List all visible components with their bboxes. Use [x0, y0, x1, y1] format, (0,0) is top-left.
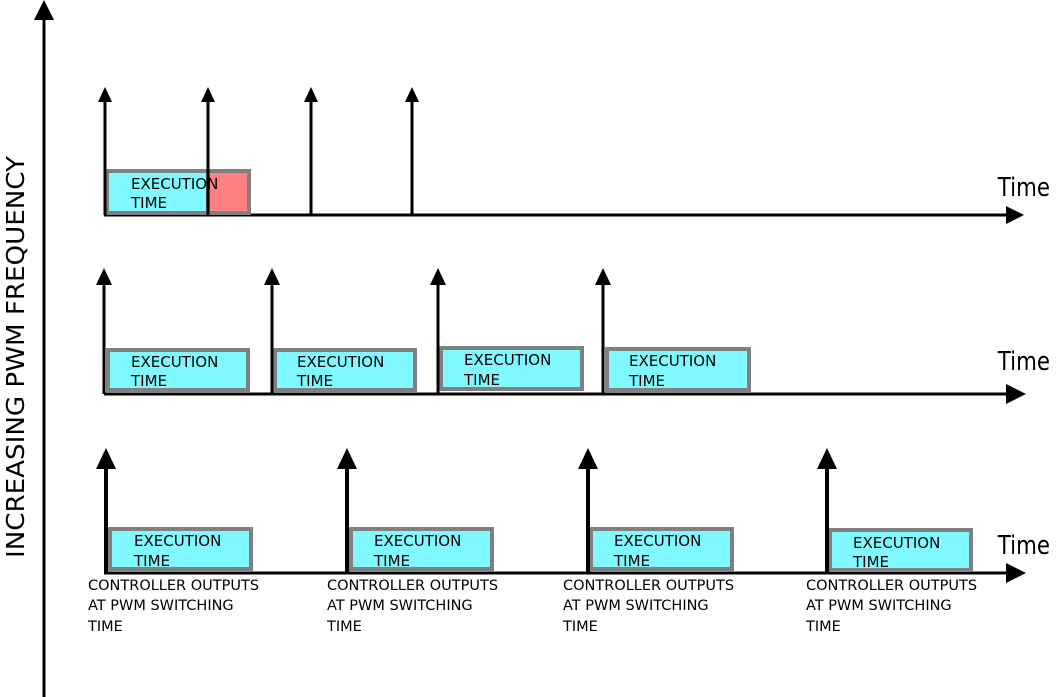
pwm-event-arrow	[817, 448, 837, 573]
execution-label-line2: TIME	[296, 372, 333, 390]
note-line1: CONTROLLER OUTPUTS	[806, 578, 977, 594]
pwm-event-arrow	[96, 268, 112, 394]
note-line2: AT PWM SWITCHING	[88, 598, 234, 614]
controller-output-note: CONTROLLER OUTPUTS AT PWM SWITCHING TIME	[87, 578, 259, 635]
y-axis	[34, 0, 54, 697]
timing-row-3: Time EXECUTION TIME EXECUTION TIME EXECU…	[87, 448, 1050, 635]
time-axis-arrowhead	[1006, 384, 1026, 404]
execution-time-box	[828, 528, 973, 572]
note-line3: TIME	[562, 619, 598, 635]
pwm-event-arrow	[430, 268, 446, 394]
execution-label-line2: TIME	[463, 371, 500, 389]
execution-label-line1: EXECUTION	[853, 534, 940, 552]
y-axis-arrowhead	[34, 0, 54, 20]
timing-row-1: Time EXECUTION TIME	[98, 87, 1050, 224]
pwm-event-arrow	[201, 87, 215, 215]
note-line2: AT PWM SWITCHING	[563, 598, 709, 614]
pwm-event-arrow	[405, 87, 419, 215]
pwm-event-arrow	[304, 87, 318, 215]
note-line3: TIME	[805, 619, 841, 635]
execution-label-line2: TIME	[628, 372, 665, 390]
execution-time-box	[106, 348, 250, 392]
controller-output-note: CONTROLLER OUTPUTS AT PWM SWITCHING TIME	[805, 578, 977, 635]
execution-time-box	[349, 527, 494, 571]
execution-label-line1: EXECUTION	[131, 353, 218, 371]
pwm-event-arrow	[98, 87, 112, 215]
execution-label-line2: TIME	[373, 552, 410, 570]
execution-time-box	[108, 527, 253, 571]
note-line2: AT PWM SWITCHING	[806, 598, 952, 614]
execution-label-line1: EXECUTION	[131, 175, 218, 193]
note-line2: AT PWM SWITCHING	[327, 598, 473, 614]
execution-label-line2: TIME	[130, 372, 167, 390]
execution-block: EXECUTION TIME	[273, 348, 417, 392]
controller-output-note: CONTROLLER OUTPUTS AT PWM SWITCHING TIME	[562, 578, 734, 635]
execution-block: EXECUTION TIME	[605, 347, 751, 392]
timing-row-2: Time EXECUTION TIME EXECUTION TIME EXECU…	[96, 268, 1050, 404]
time-axis-label: Time	[997, 172, 1050, 203]
execution-label-line1: EXECUTION	[134, 532, 221, 550]
execution-label-line2: TIME	[613, 552, 650, 570]
controller-output-note: CONTROLLER OUTPUTS AT PWM SWITCHING TIME	[326, 578, 498, 635]
time-axis-label: Time	[997, 346, 1050, 377]
execution-block: EXECUTION TIME	[105, 169, 251, 215]
note-line3: TIME	[87, 619, 123, 635]
execution-block: EXECUTION TIME	[349, 527, 494, 571]
note-line1: CONTROLLER OUTPUTS	[563, 578, 734, 594]
execution-overrun-box	[206, 169, 251, 215]
execution-label-line1: EXECUTION	[374, 532, 461, 550]
execution-block: EXECUTION TIME	[589, 527, 734, 571]
execution-block: EXECUTION TIME	[439, 346, 584, 391]
pwm-event-arrow	[337, 448, 357, 573]
y-axis-title: INCREASING PWM FREQUENCY	[1, 155, 30, 558]
time-axis-arrowhead	[1006, 206, 1024, 224]
time-axis-label: Time	[997, 530, 1050, 561]
execution-time-box	[589, 527, 734, 571]
execution-block: EXECUTION TIME	[828, 528, 973, 572]
execution-label-line1: EXECUTION	[629, 352, 716, 370]
execution-label-line1: EXECUTION	[464, 351, 551, 369]
pwm-event-arrow	[578, 448, 598, 573]
execution-block: EXECUTION TIME	[108, 527, 253, 571]
time-axis-arrowhead	[1006, 563, 1026, 583]
pwm-event-arrow	[96, 448, 116, 573]
pwm-event-arrow	[595, 268, 611, 394]
execution-label-line2: TIME	[130, 194, 167, 212]
execution-block: EXECUTION TIME	[106, 348, 250, 392]
execution-time-box	[605, 347, 751, 392]
pwm-event-arrow	[264, 268, 280, 394]
execution-label-line2: TIME	[133, 552, 170, 570]
execution-label-line1: EXECUTION	[297, 353, 384, 371]
execution-label-line1: EXECUTION	[614, 532, 701, 550]
execution-time-box	[439, 346, 584, 391]
note-line1: CONTROLLER OUTPUTS	[327, 578, 498, 594]
note-line1: CONTROLLER OUTPUTS	[88, 578, 259, 594]
note-line3: TIME	[326, 619, 362, 635]
execution-time-box	[273, 348, 417, 392]
execution-label-line2: TIME	[852, 553, 889, 571]
